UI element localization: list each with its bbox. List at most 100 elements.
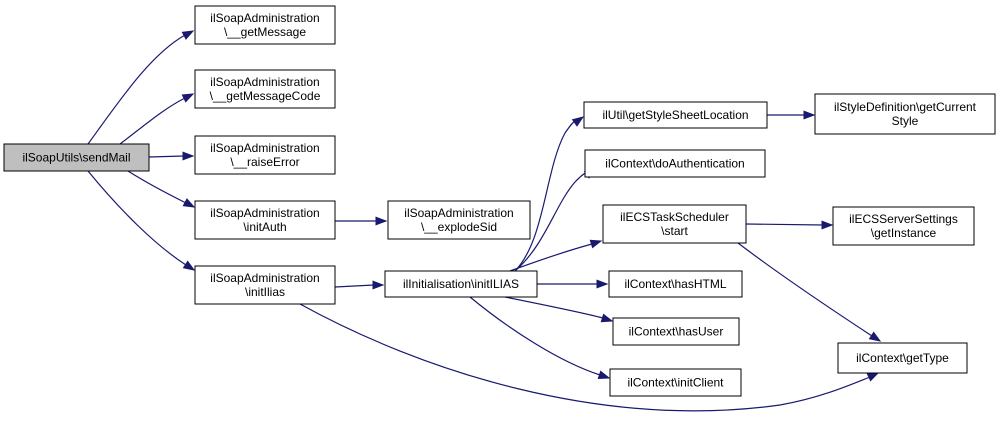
edge-initILIAS-to-getStyleSheetLocation — [514, 116, 585, 272]
node-getStyleSheetLocation[interactable]: ilUtil\getStyleSheetLocation — [583, 101, 768, 129]
nodes-layer: ilSoapUtils\sendMail ilSoapAdministration… — [3, 5, 996, 397]
node-box[interactable] — [194, 265, 336, 305]
node-box[interactable] — [814, 93, 996, 135]
edge-line — [745, 223, 824, 226]
node-box[interactable] — [194, 200, 336, 240]
edge-line — [504, 296, 604, 319]
node-box[interactable] — [609, 368, 742, 397]
arrowhead-icon — [181, 93, 195, 103]
edge-initILIAS-to-hasHTML — [537, 279, 609, 289]
node-initIlias[interactable]: ilSoapAdministration\initIlias — [194, 265, 336, 305]
edge-line — [148, 155, 185, 158]
node-label: ilContext\hasHTML — [624, 277, 726, 291]
edge-initIlias-to-getType — [299, 303, 880, 412]
node-initAuth[interactable]: ilSoapAdministration\initAuth — [194, 200, 336, 240]
edge-line — [737, 242, 873, 337]
node-initILIAS[interactable]: ilInitialisation\initILIAS — [384, 270, 538, 298]
node-label: ilContext\getType — [856, 351, 949, 365]
node-box[interactable] — [602, 204, 747, 244]
edge-line — [514, 172, 587, 272]
edge-initAuth-to-explodeSid — [335, 216, 388, 226]
edge-sendMail-to-initIlias — [87, 170, 196, 271]
node-box[interactable] — [584, 149, 766, 178]
edge-line — [509, 243, 593, 272]
node-label: \initIlias — [245, 285, 285, 299]
node-initClient[interactable]: ilContext\initClient — [609, 368, 742, 397]
node-box[interactable] — [384, 270, 538, 298]
node-raiseError[interactable]: ilSoapAdministration\__raiseError — [194, 135, 336, 175]
node-label: \getInstance — [871, 226, 937, 240]
edge-sendMail-to-getMessageCode — [119, 93, 195, 145]
node-box[interactable] — [612, 317, 740, 346]
node-label: \initAuth — [243, 220, 286, 234]
node-label: ilSoapAdministration — [210, 75, 319, 89]
edge-line — [514, 120, 576, 272]
node-box[interactable] — [583, 101, 768, 129]
node-sendMail[interactable]: ilSoapUtils\sendMail — [3, 143, 150, 172]
node-hasHTML[interactable]: ilContext\hasHTML — [608, 270, 743, 298]
edge-line — [127, 170, 187, 204]
node-doAuthentication[interactable]: ilContext\doAuthentication — [584, 149, 766, 178]
edge-sendMail-to-raiseError — [148, 151, 195, 161]
node-label: ilECSTaskScheduler — [620, 210, 729, 224]
node-label: \__explodeSid — [421, 220, 497, 234]
edge-sendMail-to-initAuth — [127, 170, 196, 208]
edge-initILIAS-to-hasUser — [504, 296, 614, 323]
node-label: ilContext\doAuthentication — [605, 157, 744, 171]
node-box[interactable] — [608, 270, 743, 298]
node-label: Style — [892, 114, 919, 128]
node-label: \__getMessageCode — [210, 89, 321, 103]
node-getInstance[interactable]: ilECSServerSettings\getInstance — [832, 206, 975, 246]
edge-initIlias-to-initILIAS — [334, 280, 385, 290]
node-box[interactable] — [194, 135, 336, 175]
node-box[interactable] — [194, 69, 336, 109]
edge-initILIAS-to-taskStart — [509, 239, 603, 272]
node-label: ilSoapAdministration — [404, 206, 513, 220]
edge-line — [334, 284, 375, 288]
edge-taskStart-to-getInstance — [745, 220, 834, 230]
arrowhead-icon — [182, 260, 196, 271]
node-box[interactable] — [837, 342, 968, 374]
edge-line — [469, 296, 601, 376]
node-explodeSid[interactable]: ilSoapAdministration\__explodeSid — [387, 200, 531, 240]
node-getMessage[interactable]: ilSoapAdministration\__getMessage — [194, 5, 336, 45]
edge-line — [87, 170, 187, 266]
arrowhead-icon — [182, 198, 196, 208]
node-box[interactable] — [3, 143, 150, 172]
node-box[interactable] — [832, 206, 975, 246]
node-label: \__getMessage — [224, 25, 306, 39]
edge-line — [87, 34, 186, 145]
edge-getStyleSheetLocation-to-getCurrentStyle — [767, 110, 816, 120]
node-box[interactable] — [194, 5, 336, 45]
edge-sendMail-to-getMessage — [87, 30, 195, 145]
node-label: ilSoapAdministration — [210, 206, 319, 220]
node-label: ilECSServerSettings — [849, 212, 958, 226]
edge-line — [119, 97, 186, 145]
node-label: ilContext\hasUser — [629, 325, 724, 339]
arrowhead-icon — [868, 331, 882, 342]
node-label: ilSoapAdministration — [210, 141, 319, 155]
node-label: ilSoapAdministration — [210, 11, 319, 25]
arrowhead-icon — [181, 30, 195, 40]
edge-initILIAS-to-initClient — [469, 296, 611, 380]
node-taskStart[interactable]: ilECSTaskScheduler\start — [602, 204, 747, 244]
arrowhead-icon — [571, 116, 585, 127]
node-label: \__raiseError — [230, 155, 299, 169]
node-label: ilContext\initClient — [627, 376, 724, 390]
node-hasUser[interactable]: ilContext\hasUser — [612, 317, 740, 346]
node-label: \start — [661, 224, 688, 238]
arrowhead-icon — [866, 372, 880, 382]
node-getType[interactable]: ilContext\getType — [837, 342, 968, 374]
arrowhead-icon — [600, 313, 614, 323]
arrowhead-icon — [375, 216, 388, 226]
edges-layer — [87, 30, 882, 412]
arrowhead-icon — [372, 280, 385, 290]
arrowhead-icon — [596, 279, 609, 289]
edge-line — [299, 303, 871, 412]
node-getMessageCode[interactable]: ilSoapAdministration\__getMessageCode — [194, 69, 336, 109]
arrowhead-icon — [803, 110, 816, 120]
arrowhead-icon — [597, 370, 611, 380]
node-box[interactable] — [387, 200, 531, 240]
arrowhead-icon — [821, 220, 834, 230]
